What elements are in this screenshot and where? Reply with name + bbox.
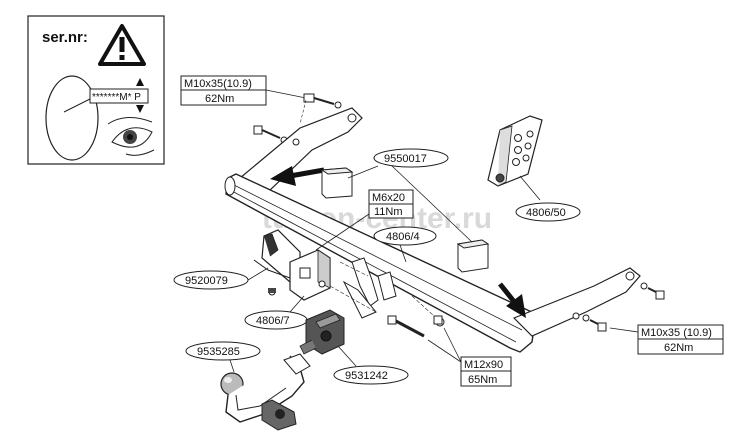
callout-bolt-right: M10x35 (10.9) 62Nm bbox=[609, 324, 724, 355]
callout-bolt-right-torque: 62Nm bbox=[664, 342, 693, 354]
part-label-4806-4: 4806/4 bbox=[373, 226, 437, 263]
callout-bolt-right-size: M10x35 (10.9) bbox=[641, 327, 712, 339]
part-label-4806-7: 4806/7 bbox=[244, 295, 308, 330]
arrow-down-right-icon bbox=[498, 282, 526, 318]
electrical-socket-9531242 bbox=[299, 309, 345, 355]
callout-bolt-center-torque: 11Nm bbox=[374, 206, 403, 218]
serial-number-box: ser.nr: *******M* P bbox=[27, 15, 165, 165]
tow-ball-9535285 bbox=[220, 353, 311, 431]
leader-9550017 bbox=[391, 165, 473, 243]
arrow-left-icon bbox=[270, 166, 325, 186]
part-label-4806-50: 4806/50 bbox=[515, 202, 581, 222]
callout-bolt-top-left: M10x35(10.9) 62Nm bbox=[180, 75, 307, 106]
part-label-9535285: 9535285 bbox=[185, 341, 261, 373]
bolt-top-left bbox=[253, 93, 342, 144]
eye-icon bbox=[107, 117, 155, 156]
main-crossbar bbox=[224, 173, 537, 353]
part-label-9535285-text: 9535285 bbox=[197, 346, 240, 358]
part-label-4806-50-text: 4806/50 bbox=[526, 207, 566, 219]
receiver-4806-7 bbox=[289, 249, 331, 301]
part-label-9531242-text: 9531242 bbox=[345, 370, 388, 382]
part-label-9520079-text: 9520079 bbox=[185, 275, 228, 287]
arrow-down-icon bbox=[136, 78, 144, 86]
callout-bolt-top-left-torque: 62Nm bbox=[205, 93, 234, 105]
part-label-4806-7-text: 4806/7 bbox=[256, 315, 290, 327]
bolt-bottom bbox=[387, 295, 445, 338]
callout-bolt-bottom: M12x90 65Nm bbox=[427, 327, 512, 387]
left-mounting-bracket bbox=[238, 107, 363, 191]
warning-icon bbox=[98, 24, 146, 66]
serial-plate bbox=[89, 88, 149, 104]
callout-bolt-center-size: M6x20 bbox=[372, 192, 405, 204]
part-label-9550017-text: 9550017 bbox=[384, 153, 427, 165]
arrow-up-icon bbox=[136, 105, 144, 113]
part-label-4806-4-text: 4806/4 bbox=[386, 231, 420, 243]
part-label-9531242: 9531242 bbox=[333, 345, 409, 385]
part-label-9520079: 9520079 bbox=[173, 267, 269, 290]
cover-block-upper bbox=[320, 167, 354, 199]
bolt-right bbox=[582, 282, 665, 332]
bracket-4806-50 bbox=[487, 115, 543, 201]
callout-bolt-center: M6x20 11Nm bbox=[315, 189, 414, 251]
right-mounting-bracket bbox=[512, 267, 641, 337]
part-label-9550017: 9550017 bbox=[373, 148, 449, 168]
callout-bolt-top-left-size: M10x35(10.9) bbox=[184, 78, 252, 90]
serial-plate-text: *******M* P bbox=[92, 92, 141, 103]
cover-block-lower bbox=[456, 239, 490, 273]
zoom-oval bbox=[45, 75, 99, 161]
center-linkage bbox=[329, 257, 397, 319]
serial-box-title: ser.nr: bbox=[42, 29, 88, 46]
callout-bolt-bottom-size: M12x90 bbox=[464, 359, 503, 371]
callout-bolt-bottom-torque: 65Nm bbox=[468, 374, 497, 386]
